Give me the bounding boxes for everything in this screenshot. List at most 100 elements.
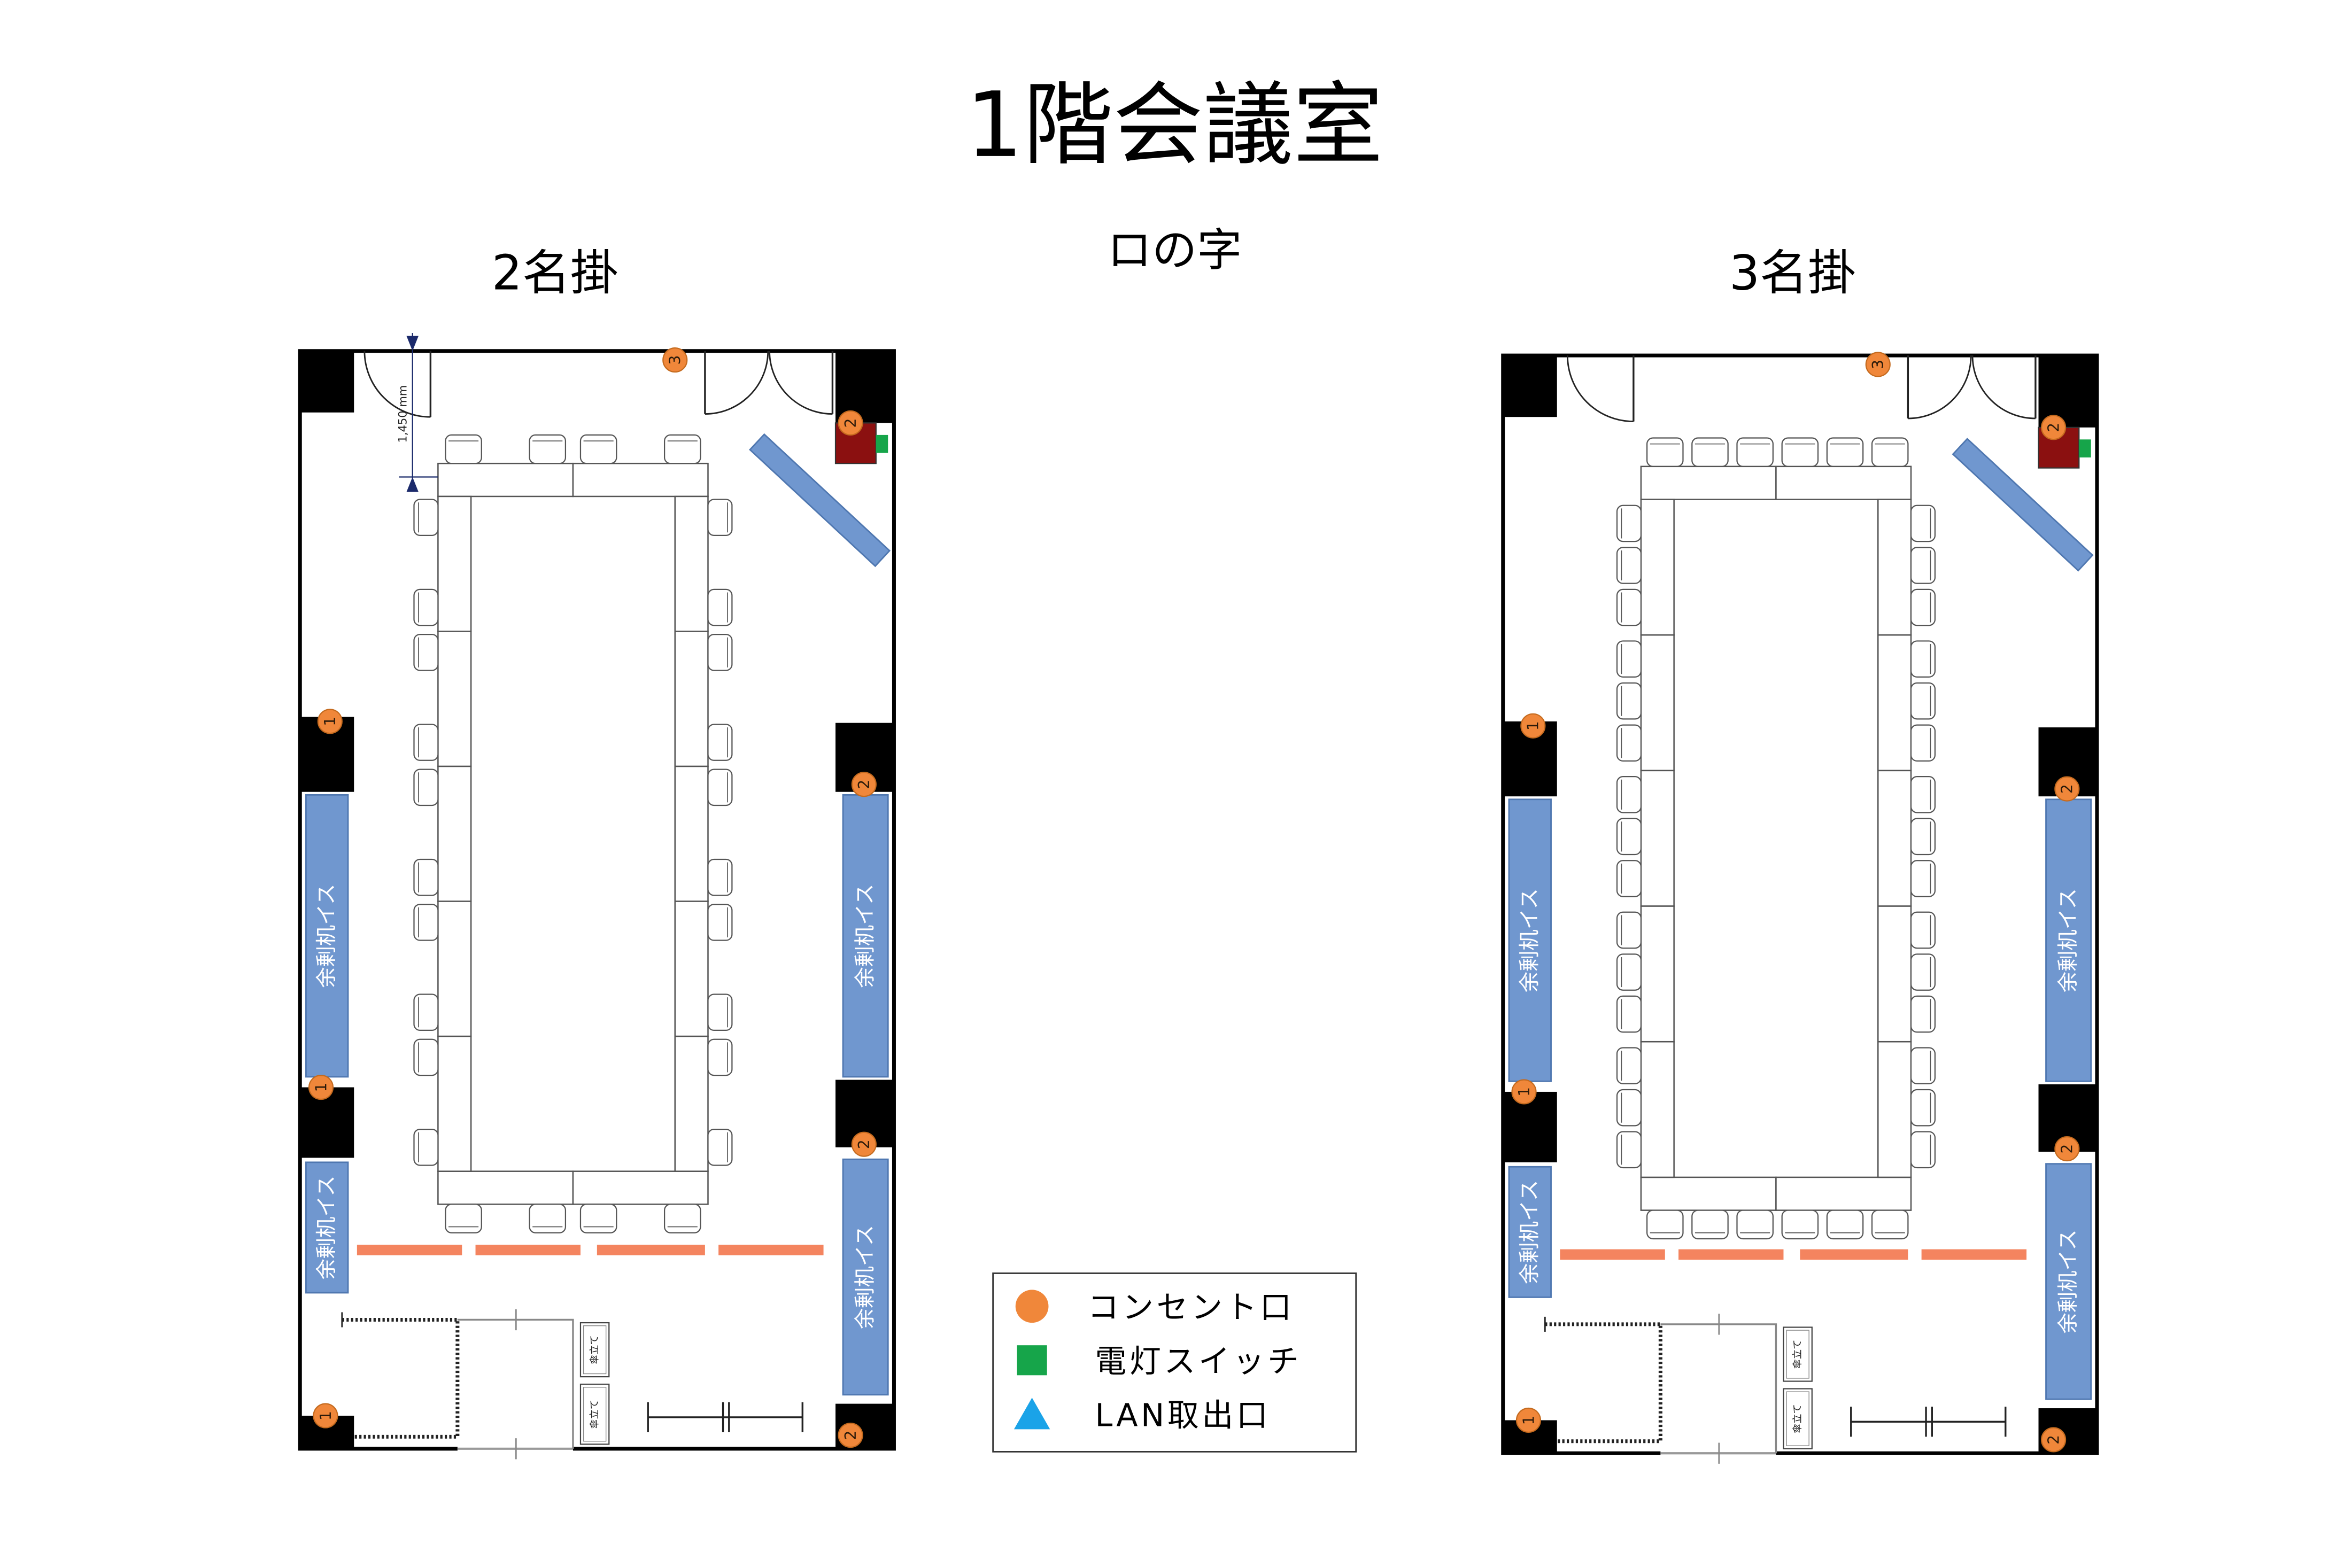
chair (707, 904, 733, 941)
chair (1910, 547, 1936, 584)
chair (1910, 682, 1936, 720)
entrance-frame (457, 1318, 574, 1449)
chair (413, 769, 439, 806)
spare-furniture-label: 余剰机イス (315, 1175, 339, 1279)
chair (707, 724, 733, 761)
chair (413, 1128, 439, 1166)
outlet-icon (313, 1403, 338, 1429)
chair (1910, 911, 1936, 949)
outlet-marker: 1 (1520, 713, 1546, 739)
table-left-column (1640, 634, 1675, 772)
pillar (835, 351, 894, 423)
umbrella-stand-box (579, 1384, 610, 1445)
chair (413, 588, 439, 626)
outlet-icon (1520, 713, 1546, 739)
table-right-column (1877, 499, 1912, 636)
chair (707, 633, 733, 671)
outlet-number: 1 (312, 1083, 330, 1092)
table-bottom-row (437, 1170, 574, 1205)
chair (707, 588, 733, 626)
outlet-number: 2 (2059, 1144, 2076, 1154)
chair (413, 499, 439, 537)
cable-cover (1800, 1249, 1908, 1260)
umbrella-stand-label: 傘立て (1792, 1404, 1804, 1433)
chair (413, 724, 439, 761)
chair (1781, 437, 1819, 467)
outlet-icon (838, 410, 863, 436)
outlet-icon (1511, 1079, 1537, 1105)
spare-furniture-block (1508, 1166, 1552, 1298)
spare-furniture-area: 余剰机イス (2045, 1163, 2092, 1400)
spare-furniture-area: 余剰机イス (305, 794, 349, 1078)
chair (1781, 1209, 1819, 1240)
spare-furniture-label: 余剰机イス (315, 884, 339, 988)
spare-furniture-area: 余剰机イス (842, 1158, 889, 1396)
lan-port-legend-icon (1013, 1398, 1050, 1430)
spare-furniture-label: 余剰机イス (1518, 1180, 1542, 1284)
table-top-row (1775, 465, 1912, 500)
chair (413, 858, 439, 896)
outlet-number: 2 (842, 1431, 860, 1440)
umbrella-stand-label: 傘立て (589, 1400, 600, 1429)
outlet-icon (317, 709, 343, 734)
outlet-icon (1515, 1407, 1542, 1433)
umbrella-stand-label: 傘立て (589, 1335, 600, 1364)
spare-furniture-block (305, 1161, 349, 1294)
outlet-icon (2054, 776, 2080, 802)
spare-furniture-label: 余剰机イス (854, 1225, 878, 1329)
layout-label: ロの字 (1107, 224, 1242, 276)
door-swing-arc (1971, 355, 2036, 420)
table-left-column (1640, 499, 1675, 636)
chair (413, 1038, 439, 1076)
outlet-icon (308, 1074, 334, 1100)
outlet-marker: 1 (308, 1074, 334, 1100)
table-left-column (1640, 905, 1675, 1043)
umbrella-stand-inner (1786, 1391, 1809, 1446)
chair (1736, 437, 1774, 467)
chair (1826, 437, 1864, 467)
umbrella-stand-inner (583, 1387, 607, 1442)
table-bottom-row (572, 1170, 709, 1205)
chair (1691, 437, 1729, 467)
legend-label-outlet: コンセント口 (1087, 1289, 1294, 1326)
spare-furniture-area: 余剰机イス (1508, 798, 1552, 1082)
umbrella-stand-inner (1786, 1330, 1809, 1379)
outlet-number: 2 (2045, 423, 2062, 432)
outlet-legend-icon (1015, 1290, 1049, 1323)
chair (1646, 1209, 1684, 1240)
chair (1871, 437, 1909, 467)
spare-furniture-label: 余剰机イス (854, 884, 878, 988)
chair (1616, 1089, 1642, 1127)
spare-furniture-area: 余剰机イス (1508, 1166, 1552, 1298)
chair (1910, 995, 1936, 1033)
cable-cover (1560, 1249, 1665, 1260)
umbrella-stand-box (1783, 1326, 1813, 1382)
chair (1616, 953, 1642, 991)
table-right-column (674, 631, 709, 767)
door-swing-arc (363, 351, 431, 418)
outlet-icon (2041, 1427, 2067, 1453)
room-floor (1503, 355, 2097, 1454)
chair (1910, 818, 1936, 856)
table-right-column (1877, 905, 1912, 1043)
cable-cover (1921, 1249, 2027, 1260)
chair (707, 769, 733, 806)
outlet-marker: 2 (838, 410, 863, 436)
chair (707, 993, 733, 1031)
outlet-icon (851, 1131, 877, 1157)
light-switch-icon (876, 434, 888, 453)
chair (663, 434, 701, 464)
outlet-number: 3 (667, 355, 684, 365)
chair (1646, 437, 1684, 467)
table-left-column (1640, 1041, 1675, 1178)
conference-table-layout (1616, 437, 1936, 1240)
chair (445, 434, 482, 464)
chair (1910, 775, 1936, 813)
door-single (363, 351, 432, 418)
chair (1616, 504, 1642, 542)
door-double (704, 351, 834, 415)
